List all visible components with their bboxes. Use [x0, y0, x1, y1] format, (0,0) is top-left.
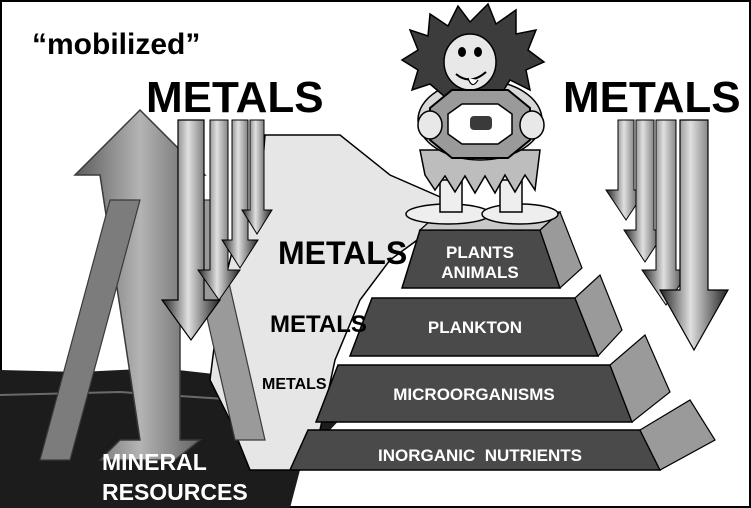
metals-left-top-label: METALS — [146, 73, 324, 122]
metals-level-2-label: METALS — [270, 311, 367, 338]
pyramid-label-inorganic-nutrients: INORGANIC NUTRIENTS — [378, 446, 582, 465]
metals-level-3-label: METALS — [262, 376, 327, 393]
metals-level-1-label: METALS — [278, 235, 407, 271]
pyramid-label-animals: ANIMALS — [441, 263, 518, 282]
metals-right-top-label: METALS — [563, 73, 741, 122]
mobilized-label: “mobilized” — [32, 28, 200, 61]
metals-bottom-label: metals — [298, 474, 343, 490]
pyramid-label-microorganisms: MICROORGANISMS — [393, 385, 555, 404]
mineral-label-line2: RESOURCES — [102, 479, 248, 505]
mineral-label-line1: MINERAL — [102, 449, 207, 475]
pyramid-label-plants: PLANTS — [446, 243, 514, 262]
pyramid-label-plankton: PLANKTON — [428, 318, 522, 337]
